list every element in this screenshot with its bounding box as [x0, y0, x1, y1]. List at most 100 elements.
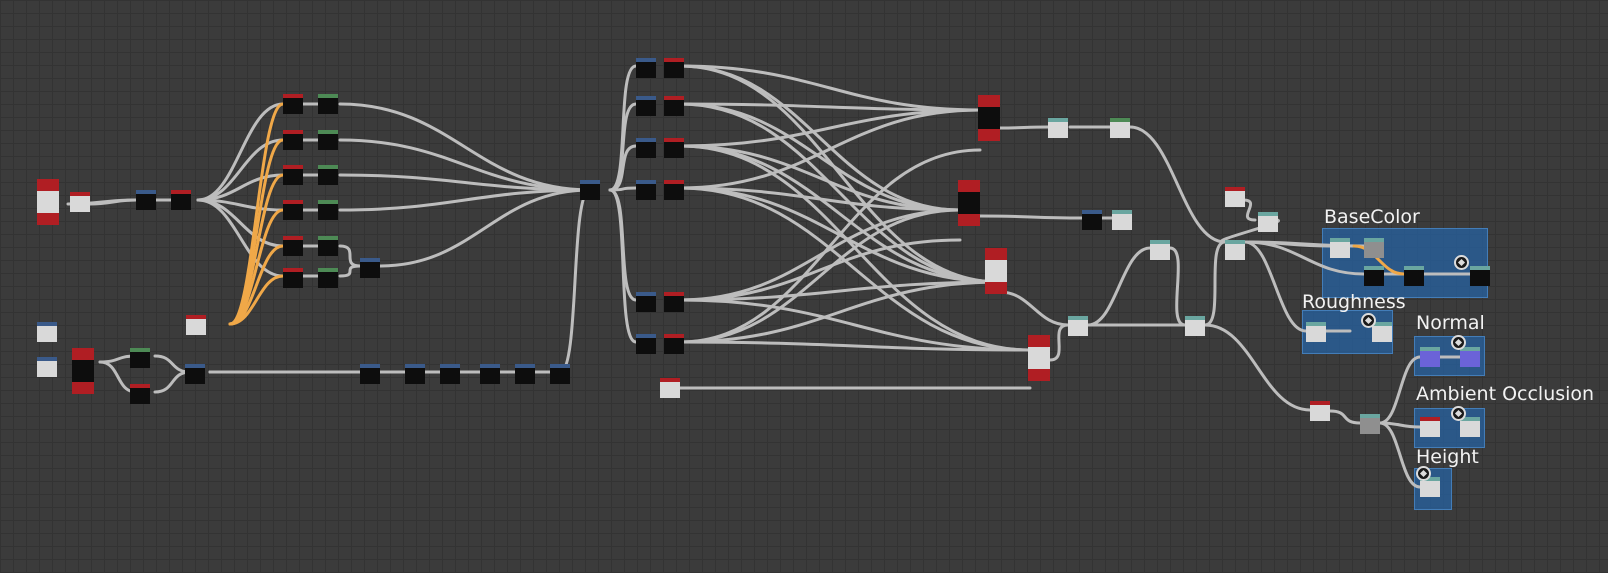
graph-node[interactable] [636, 334, 656, 354]
graph-node[interactable] [1225, 187, 1245, 207]
wire[interactable] [678, 64, 1002, 284]
output-node-icon[interactable] [1451, 406, 1466, 421]
graph-node[interactable] [1330, 238, 1350, 258]
graph-node[interactable] [664, 292, 684, 312]
graph-node[interactable] [1258, 212, 1278, 232]
wire[interactable] [678, 208, 962, 302]
graph-node[interactable] [1420, 347, 1440, 367]
graph-node[interactable] [664, 138, 684, 158]
graph-node[interactable] [1068, 316, 1088, 336]
wire[interactable] [678, 238, 962, 302]
graph-node[interactable] [636, 58, 656, 78]
wire[interactable] [678, 280, 1002, 302]
wire[interactable] [1352, 244, 1406, 276]
output-node-icon[interactable] [1361, 313, 1376, 328]
wire[interactable] [978, 214, 1084, 220]
graph-node[interactable] [405, 364, 425, 384]
wire[interactable] [88, 198, 138, 206]
wire[interactable] [1378, 355, 1422, 425]
wire[interactable] [678, 298, 1032, 352]
graph-node[interactable] [1048, 118, 1068, 138]
wire[interactable] [678, 208, 962, 344]
graph-node[interactable] [985, 248, 1007, 294]
graph-node[interactable] [1360, 414, 1380, 434]
graph-node[interactable] [1372, 322, 1392, 342]
graph-node[interactable] [283, 165, 303, 185]
graph-node[interactable] [185, 364, 205, 384]
graph-node[interactable] [1110, 118, 1130, 138]
wire[interactable] [338, 173, 592, 192]
graph-node[interactable] [1420, 477, 1440, 497]
wire[interactable] [678, 144, 1002, 284]
wire[interactable] [678, 102, 982, 112]
graph-node[interactable] [283, 200, 303, 220]
graph-node[interactable] [550, 364, 570, 384]
wire[interactable] [338, 102, 592, 192]
graph-node[interactable] [130, 384, 150, 404]
wire[interactable] [608, 188, 638, 344]
graph-node[interactable] [1420, 417, 1440, 437]
graph-node[interactable] [171, 190, 191, 210]
graph-node[interactable] [1470, 266, 1490, 286]
graph-node[interactable] [664, 334, 684, 354]
graph-node[interactable] [664, 180, 684, 200]
wire[interactable] [678, 102, 962, 212]
wire[interactable] [1220, 218, 1280, 244]
graph-node[interactable] [1225, 240, 1245, 260]
wire[interactable] [1203, 240, 1227, 327]
wire[interactable] [1128, 125, 1227, 244]
graph-node[interactable] [360, 364, 380, 384]
graph-node[interactable] [136, 190, 156, 210]
wire[interactable] [378, 188, 592, 268]
graph-node[interactable] [318, 94, 338, 114]
graph-node[interactable] [636, 96, 656, 116]
wire[interactable] [1241, 198, 1257, 222]
graph-node[interactable] [37, 179, 59, 225]
wire[interactable] [678, 148, 982, 344]
graph-node[interactable] [72, 348, 94, 394]
graph-node[interactable] [318, 236, 338, 256]
graph-node[interactable] [70, 192, 90, 212]
graph-node[interactable] [1364, 238, 1384, 258]
graph-node[interactable] [636, 138, 656, 158]
wire[interactable] [678, 186, 1032, 352]
graph-node[interactable] [1460, 347, 1480, 367]
graph-node[interactable] [318, 165, 338, 185]
wire[interactable] [998, 290, 1070, 327]
wire[interactable] [196, 198, 285, 278]
wire[interactable] [678, 108, 982, 148]
wire[interactable] [196, 102, 285, 202]
wire[interactable] [678, 102, 1002, 284]
wire[interactable] [1328, 409, 1362, 425]
graph-node[interactable] [360, 258, 380, 278]
graph-node[interactable] [978, 95, 1000, 141]
graph-node[interactable] [283, 94, 303, 114]
wire[interactable] [338, 188, 592, 212]
graph-node[interactable] [480, 364, 500, 384]
wire[interactable] [678, 144, 962, 212]
graph-node[interactable] [580, 180, 600, 200]
graph-node[interactable] [958, 180, 980, 226]
graph-node[interactable] [318, 268, 338, 288]
wire[interactable] [678, 144, 1032, 352]
graph-node[interactable] [1185, 316, 1205, 336]
graph-node[interactable] [1112, 210, 1132, 230]
graph-node[interactable] [664, 96, 684, 116]
graph-node[interactable] [283, 268, 303, 288]
wire[interactable] [338, 138, 592, 192]
wire[interactable] [998, 125, 1050, 130]
graph-node[interactable] [1364, 266, 1384, 286]
wire[interactable] [338, 264, 362, 278]
graph-node[interactable] [1460, 417, 1480, 437]
wire[interactable] [678, 280, 1002, 344]
graph-node[interactable] [1306, 322, 1326, 342]
wire[interactable] [678, 64, 982, 112]
wire[interactable] [678, 340, 1032, 352]
graph-node[interactable] [318, 200, 338, 220]
wire[interactable] [1168, 246, 1187, 327]
wire[interactable] [1203, 323, 1312, 412]
graph-node[interactable] [37, 322, 57, 342]
graph-node[interactable] [1150, 240, 1170, 260]
graph-node[interactable] [515, 364, 535, 384]
